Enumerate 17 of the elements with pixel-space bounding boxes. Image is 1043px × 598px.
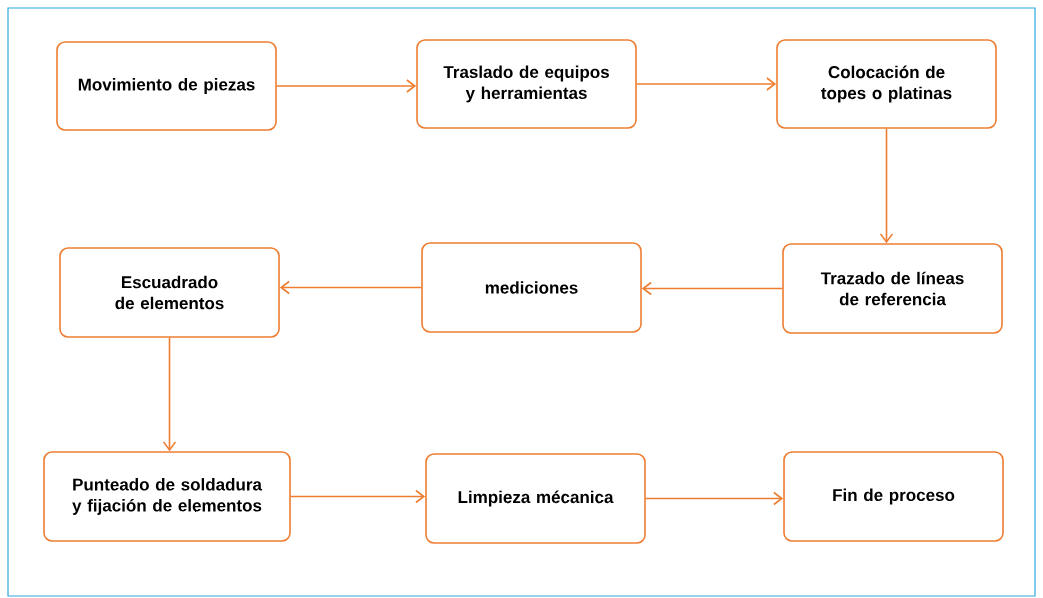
process-box: Trazado de líneas de referencia	[782, 243, 1003, 334]
process-box: Traslado de equipos y herramientas	[416, 39, 637, 129]
process-box: Fin de proceso	[783, 451, 1004, 542]
arrow	[636, 77, 777, 91]
arrow	[645, 491, 784, 506]
process-box: Colocación de topes o platinas	[776, 39, 997, 129]
arrow	[279, 280, 422, 295]
process-box: mediciones	[421, 242, 642, 333]
process-box: Movimiento de piezas	[56, 41, 277, 131]
arrow	[276, 79, 417, 93]
process-box: Punteado de soldadura y fijación de elementos	[43, 451, 291, 542]
process-box: Limpieza mécanica	[425, 453, 646, 544]
process-box: Escuadrado de elementos	[59, 247, 280, 338]
arrow	[879, 128, 894, 244]
arrow	[162, 337, 177, 452]
arrow	[641, 281, 783, 296]
arrow	[290, 489, 426, 504]
